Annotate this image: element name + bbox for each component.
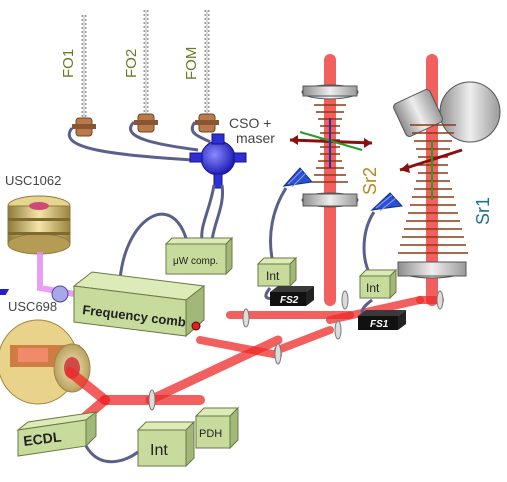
label-usc1062: USC1062: [5, 173, 61, 188]
usc1062-cavity: [8, 196, 70, 254]
cable-detector-int-sr1: [364, 212, 374, 270]
label-fom: FOM: [183, 47, 200, 80]
int-sr1-label: Int: [366, 281, 380, 295]
label-sr1: Sr1: [473, 197, 493, 225]
int-box-main: Int: [138, 422, 194, 466]
fs2-box: FS2: [270, 286, 314, 306]
pdh-box: PDH: [196, 408, 238, 448]
label-fo2: FO2: [123, 49, 140, 78]
uw-comp-label: μW comp.: [173, 256, 218, 267]
usc698-lens: [52, 286, 68, 302]
sr1-lattice: [392, 82, 500, 278]
int-box-sr2: Int: [258, 258, 296, 286]
label-sr2: Sr2: [360, 167, 380, 195]
label-usc698: USC698: [8, 299, 57, 314]
pdh-label: PDH: [199, 428, 222, 440]
label-cso-line1: CSO +: [229, 115, 271, 131]
uw-comp-box: μW comp.: [166, 238, 232, 274]
ecdl-box: ECDL: [18, 412, 96, 456]
int-box-sr1: Int: [360, 270, 396, 298]
fs2-label: FS2: [280, 295, 299, 306]
fs1-box: FS1: [358, 310, 406, 330]
laser-cavity-closeup: [0, 320, 90, 404]
label-cso-line2: maser: [236, 130, 275, 146]
cable-ecdl-int: [86, 446, 138, 462]
int-main-label: Int: [150, 442, 168, 459]
comb-output-port: [192, 322, 200, 330]
photodetector-sr2: [284, 168, 312, 187]
cable-detector-int-sr2: [271, 188, 286, 258]
int-sr2-label: Int: [266, 269, 280, 283]
label-fo1: FO1: [60, 49, 77, 78]
fs1-label: FS1: [370, 319, 389, 330]
